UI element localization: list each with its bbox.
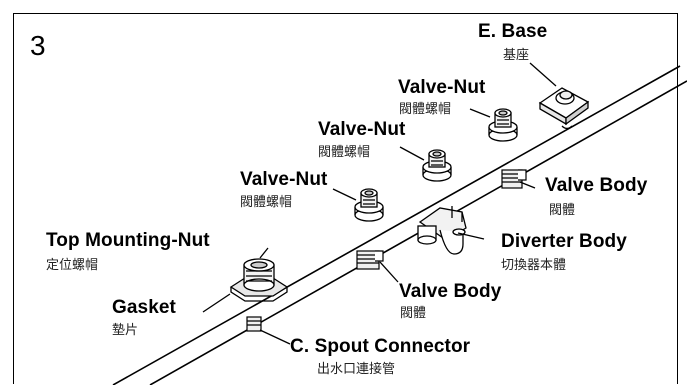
base-label: E. Base: [478, 21, 548, 42]
valve-body-lower-part: [356, 250, 384, 270]
spout-connector-part: [246, 316, 262, 332]
diverter-body-label: Diverter Body: [501, 231, 627, 252]
diverter-body-part: [417, 206, 467, 255]
valve-body-lower-label: Valve Body: [399, 281, 502, 302]
valve-nut-2-part: [422, 149, 452, 182]
valve-body-right-label: Valve Body: [545, 175, 648, 196]
valve-nut-1-label-zh: 閥體螺帽: [399, 102, 452, 117]
spout-connector-label-zh: 出水口連接管: [317, 362, 396, 377]
valve-nut-3-part: [354, 188, 384, 222]
spout-connector-label: C. Spout Connector: [290, 336, 471, 357]
base-part: [538, 87, 590, 130]
valve-nut-3-label: Valve-Nut: [240, 169, 328, 190]
base-label-zh: 基座: [503, 48, 530, 63]
diagram-frame: [13, 13, 678, 384]
valve-body-right-part: [501, 169, 527, 189]
valve-nut-2-label-zh: 閥體螺帽: [318, 145, 371, 160]
gasket-label-zh: 墊片: [112, 323, 139, 338]
valve-nut-1-label: Valve-Nut: [398, 77, 486, 98]
valve-body-right-label-zh: 閥體: [549, 203, 576, 218]
top-mounting-nut-label-zh: 定位螺帽: [46, 258, 99, 273]
top-mounting-nut-label: Top Mounting-Nut: [46, 230, 210, 251]
top-mounting-nut-part: [229, 258, 289, 302]
leader-lines: [202, 62, 557, 345]
valve-body-lower-label-zh: 閥體: [400, 306, 427, 321]
valve-nut-1-part: [488, 108, 518, 142]
valve-nut-3-label-zh: 閥體螺帽: [240, 195, 293, 210]
gasket-label: Gasket: [112, 297, 176, 318]
valve-nut-2-label: Valve-Nut: [318, 119, 406, 140]
step-number: 3: [30, 30, 46, 61]
diverter-body-label-zh: 切換器本體: [501, 258, 567, 273]
